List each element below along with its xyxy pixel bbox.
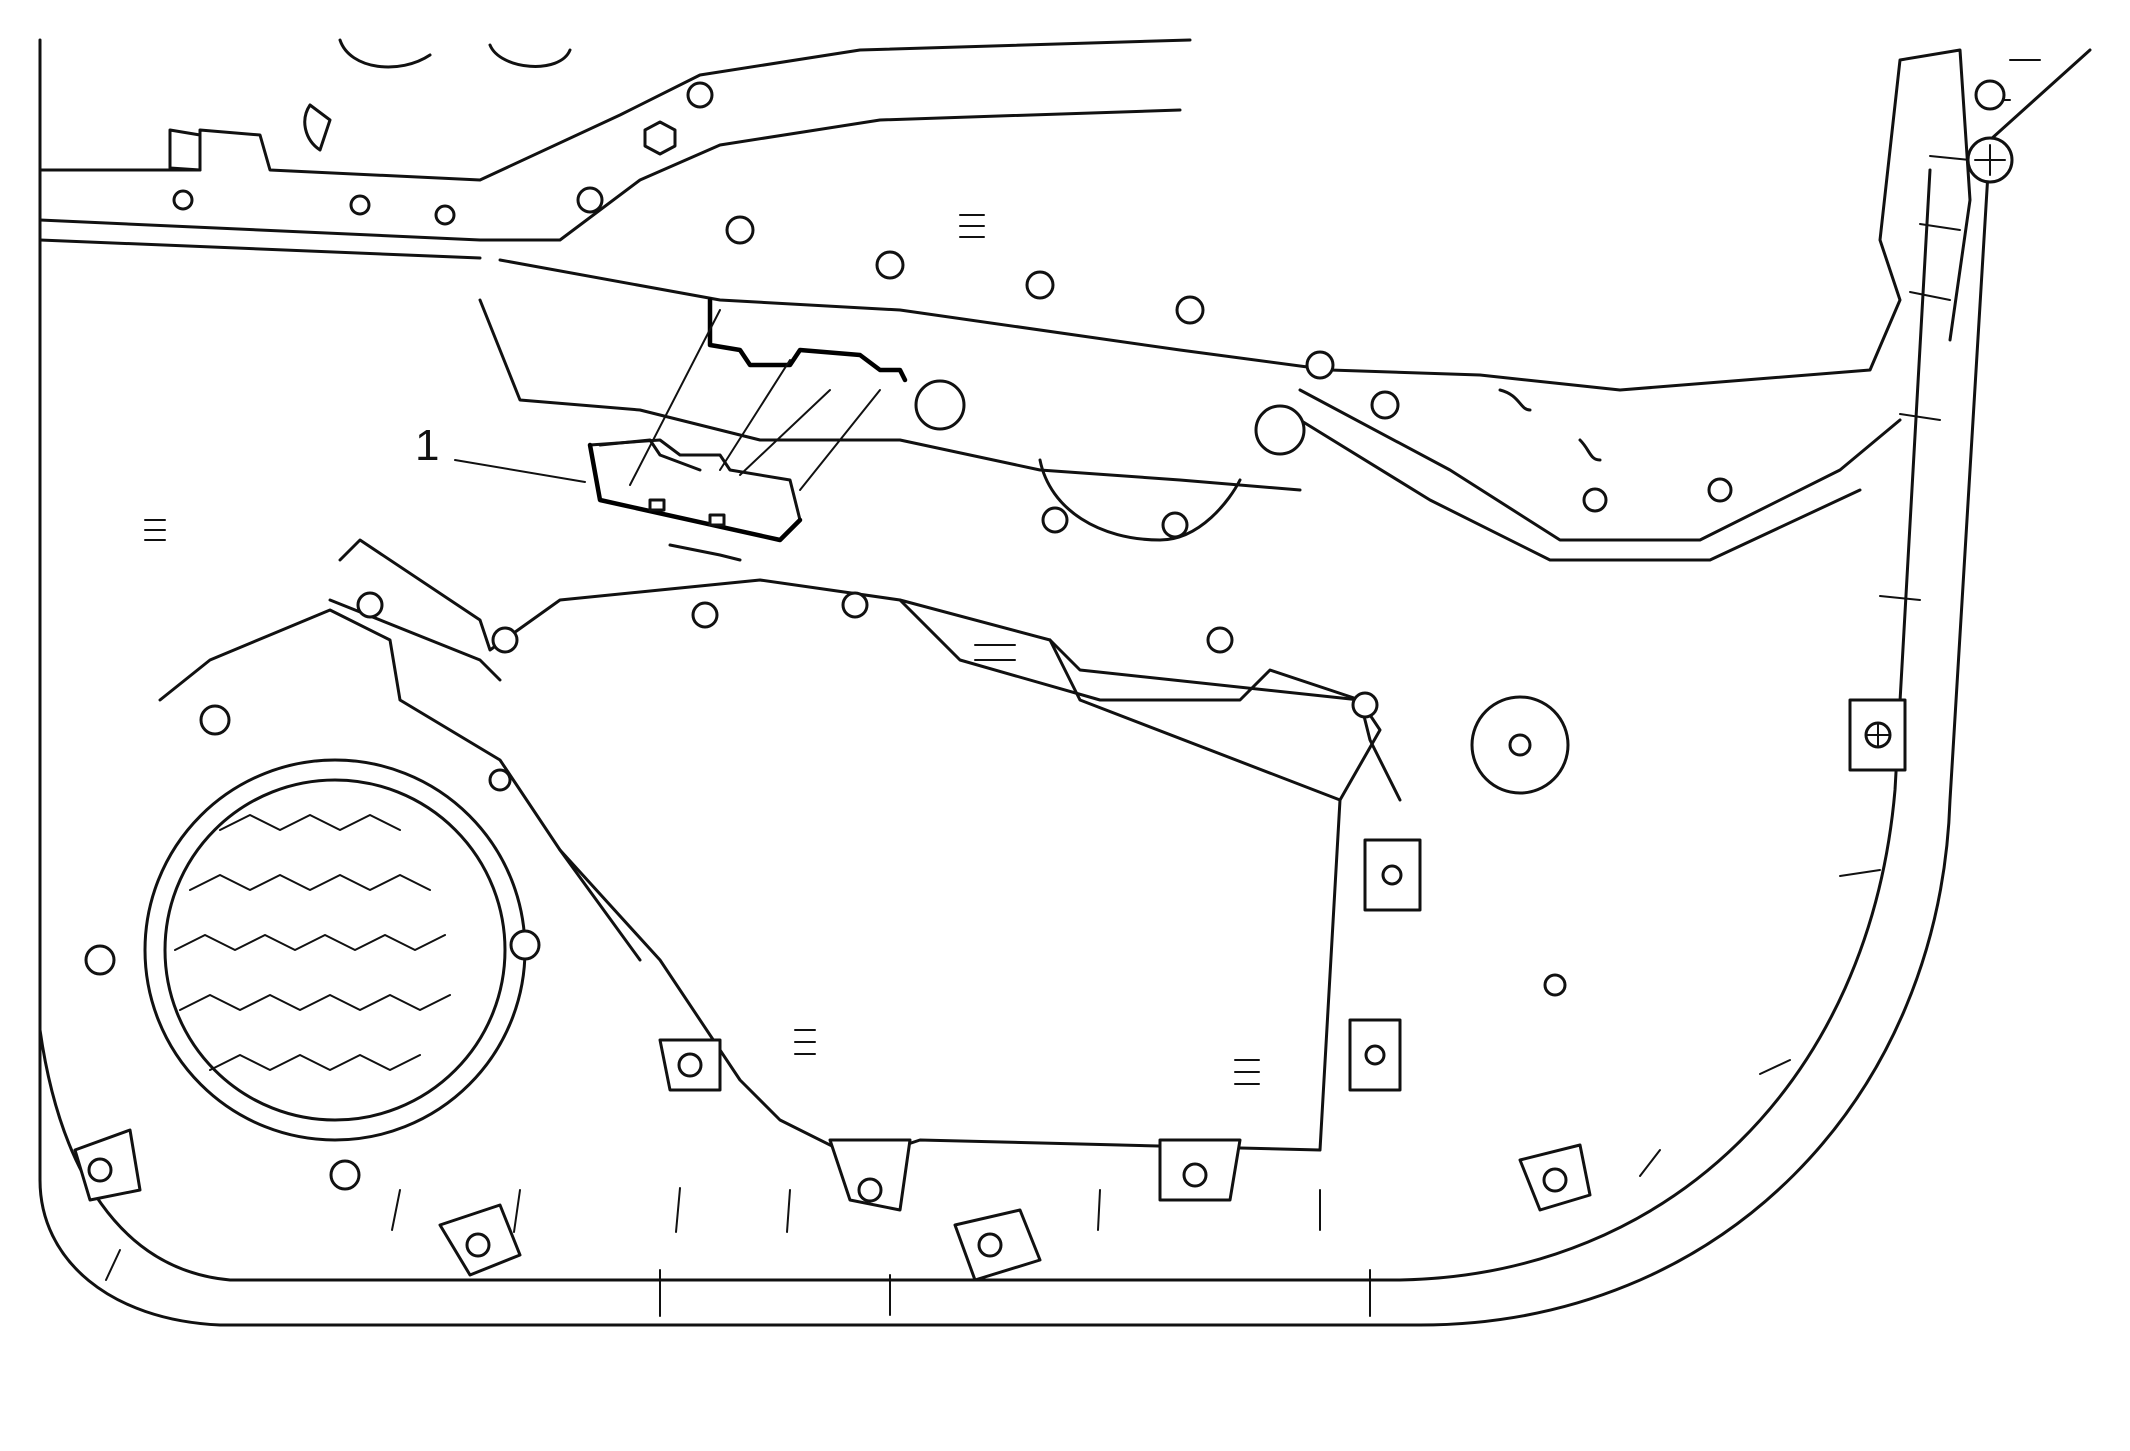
- upper-trim-bracket: [38, 38, 1192, 260]
- map-pocket: [144, 519, 1570, 1162]
- callout-leader-1: [454, 459, 586, 483]
- speaker-housing: [84, 538, 1402, 1191]
- callout-label-1: 1: [415, 421, 439, 470]
- regulator-rail: [478, 48, 2014, 562]
- window-switch-assembly: [587, 297, 908, 562]
- speaker-grille-icon: [143, 758, 527, 1142]
- callout-1: 1: [415, 421, 586, 483]
- retainer-clips: [73, 698, 1907, 1282]
